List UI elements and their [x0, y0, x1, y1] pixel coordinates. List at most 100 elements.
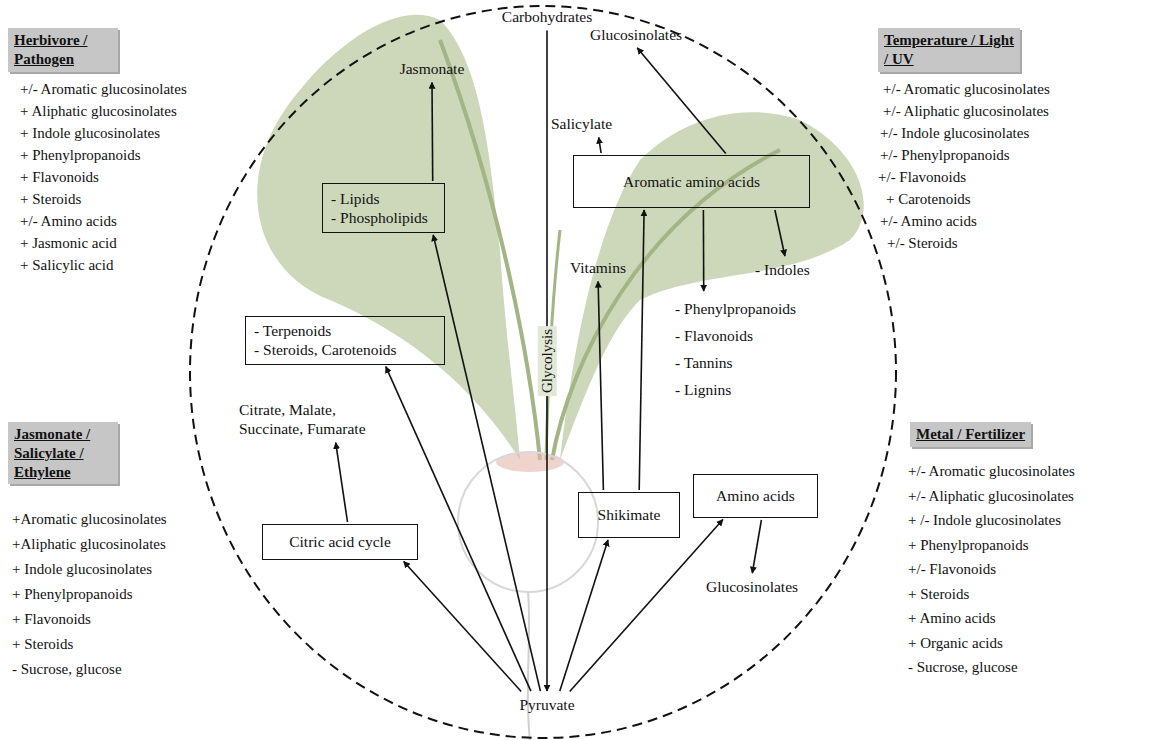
effect-item: + Steroids: [20, 190, 81, 208]
node-text: - Tannins: [675, 349, 796, 376]
radish-root: [458, 452, 598, 592]
tap-root: [528, 592, 530, 740]
metabolite-list: - Phenylpropanoids- Flavonoids- Tannins-…: [672, 293, 799, 405]
metabolite-label: Glucosinolates: [703, 575, 801, 598]
leaf-stem: [440, 40, 540, 460]
effect-item: +/- Aliphatic glucosinolates: [908, 487, 1074, 505]
flow-arrow: [560, 540, 608, 691]
effect-item: +/- Flavonoids: [908, 560, 996, 578]
effect-item: +/- Steroids: [887, 234, 958, 252]
effect-item: +/- Amino acids: [880, 212, 977, 230]
metabolite-label: Salicylate: [548, 112, 615, 135]
metabolite-label: Jasmonate: [397, 57, 468, 80]
effect-item: +/- Amino acids: [20, 212, 117, 230]
effect-item: +/- Aromatic glucosinolates: [908, 462, 1075, 480]
effect-item: + Salicylic acid: [20, 256, 113, 274]
flow-arrow: [598, 281, 603, 490]
flow-arrow: [336, 443, 348, 522]
node-text: Amino acids: [716, 486, 795, 505]
pathway-box: Amino acids: [693, 474, 818, 518]
left-leaf: [257, 15, 520, 460]
node-text: Herbivore / Pathogen: [14, 31, 112, 69]
flow-arrow: [433, 235, 540, 691]
effect-item: + Steroids: [12, 635, 73, 653]
flow-arrow: [639, 210, 644, 490]
metabolite-label: Pyruvate: [516, 693, 577, 716]
effect-item: + Phenylpropanoids: [12, 585, 133, 603]
metabolite-label: Vitamins: [567, 256, 629, 279]
node-text: Vitamins: [570, 258, 626, 277]
node-text: Aromatic amino acids: [623, 172, 760, 191]
effect-item: +Aliphatic glucosinolates: [12, 535, 166, 553]
effect-item: +/- Flavonoids: [878, 168, 966, 186]
factor-header: Herbivore / Pathogen: [8, 28, 118, 72]
effect-item: + Organic acids: [908, 634, 1003, 652]
flow-arrow: [752, 520, 761, 573]
flow-arrow: [570, 520, 723, 692]
node-text: Temperature / Light / UV: [884, 31, 1014, 69]
flow-arrow: [599, 137, 601, 153]
node-text: Salicylate: [551, 114, 612, 133]
effect-item: + Jasmonic acid: [20, 234, 117, 252]
metabolite-label: Carbohydrates: [499, 5, 595, 28]
node-text: Glucosinolates: [590, 25, 682, 44]
node-text: Metal / Fertilizer: [916, 425, 1025, 444]
plant-boundary: [190, 6, 896, 738]
flow-arrow: [386, 367, 531, 692]
effect-item: + Amino acids: [908, 609, 996, 627]
effect-item: + Indole glucosinolates: [12, 560, 152, 578]
metabolite-label: Glucosinolates: [587, 23, 685, 46]
factor-header: Metal / Fertilizer: [910, 422, 1031, 447]
effect-item: + Aliphatic glucosinolates: [20, 102, 177, 120]
effect-item: +/- Indole glucosinolates: [880, 124, 1029, 142]
node-text: Glucosinolates: [706, 577, 798, 596]
flow-arrow: [703, 210, 705, 291]
node-text: - Lipids: [331, 189, 436, 208]
factor-header: Temperature / Light / UV: [878, 28, 1020, 72]
node-text: - Flavonoids: [675, 322, 796, 349]
node-text: Shikimate: [598, 505, 661, 524]
node-text: Carbohydrates: [502, 7, 592, 26]
effect-item: + Phenylpropanoids: [20, 146, 141, 164]
flow-arrow: [431, 82, 433, 181]
pathway-box: - Lipids- Phospholipids: [322, 183, 445, 233]
node-text: - Terpenoids: [254, 321, 436, 340]
node-text: Jasmonate: [400, 59, 465, 78]
effect-item: + Indole glucosinolates: [20, 124, 160, 142]
effect-item: +/- Aliphatic glucosinolates: [883, 102, 1049, 120]
flow-arrow: [637, 48, 726, 154]
effect-item: + Carotenoids: [886, 190, 971, 208]
effect-item: + /- Indole glucosinolates: [908, 511, 1061, 529]
flow-arrow: [404, 562, 522, 692]
effect-item: +/- Aromatic glucosinolates: [883, 80, 1050, 98]
node-text: - Lignins: [675, 376, 796, 403]
effect-item: + Steroids: [908, 585, 969, 603]
metabolite-label: Citrate, Malate, Succinate, Fumarate: [236, 398, 378, 441]
node-text: - Phospholipids: [331, 208, 436, 227]
node-text: Jasmonate / Salicylate / Ethylene: [14, 425, 112, 481]
flow-arrow: [775, 210, 785, 256]
effect-item: - Sucrose, glucose: [12, 660, 122, 678]
node-text: - Phenylpropanoids: [675, 295, 796, 322]
factor-header: Jasmonate / Salicylate / Ethylene: [8, 422, 118, 484]
effect-item: + Phenylpropanoids: [908, 536, 1029, 554]
effect-item: +/- Aromatic glucosinolates: [20, 80, 187, 98]
effect-item: +Aromatic glucosinolates: [12, 510, 167, 528]
node-text: Pyruvate: [519, 695, 574, 714]
effect-item: + Flavonoids: [12, 610, 91, 628]
metabolite-label: - Indoles: [752, 258, 813, 281]
effect-item: - Sucrose, glucose: [908, 658, 1018, 676]
node-text: - Steroids, Carotenoids: [254, 340, 436, 359]
edge-label: Glycolysis: [538, 326, 557, 396]
node-text: Citrate, Malate, Succinate, Fumarate: [239, 400, 375, 439]
node-text: - Indoles: [755, 260, 810, 279]
right-leaf: [560, 112, 864, 460]
pathway-box: - Terpenoids- Steroids, Carotenoids: [245, 316, 445, 365]
pathway-box: Aromatic amino acids: [573, 155, 810, 208]
effect-item: +/- Phenylpropanoids: [880, 146, 1010, 164]
pathway-box: Citric acid cycle: [262, 524, 418, 560]
pathway-box: Shikimate: [578, 492, 680, 538]
node-text: Citric acid cycle: [289, 532, 391, 551]
